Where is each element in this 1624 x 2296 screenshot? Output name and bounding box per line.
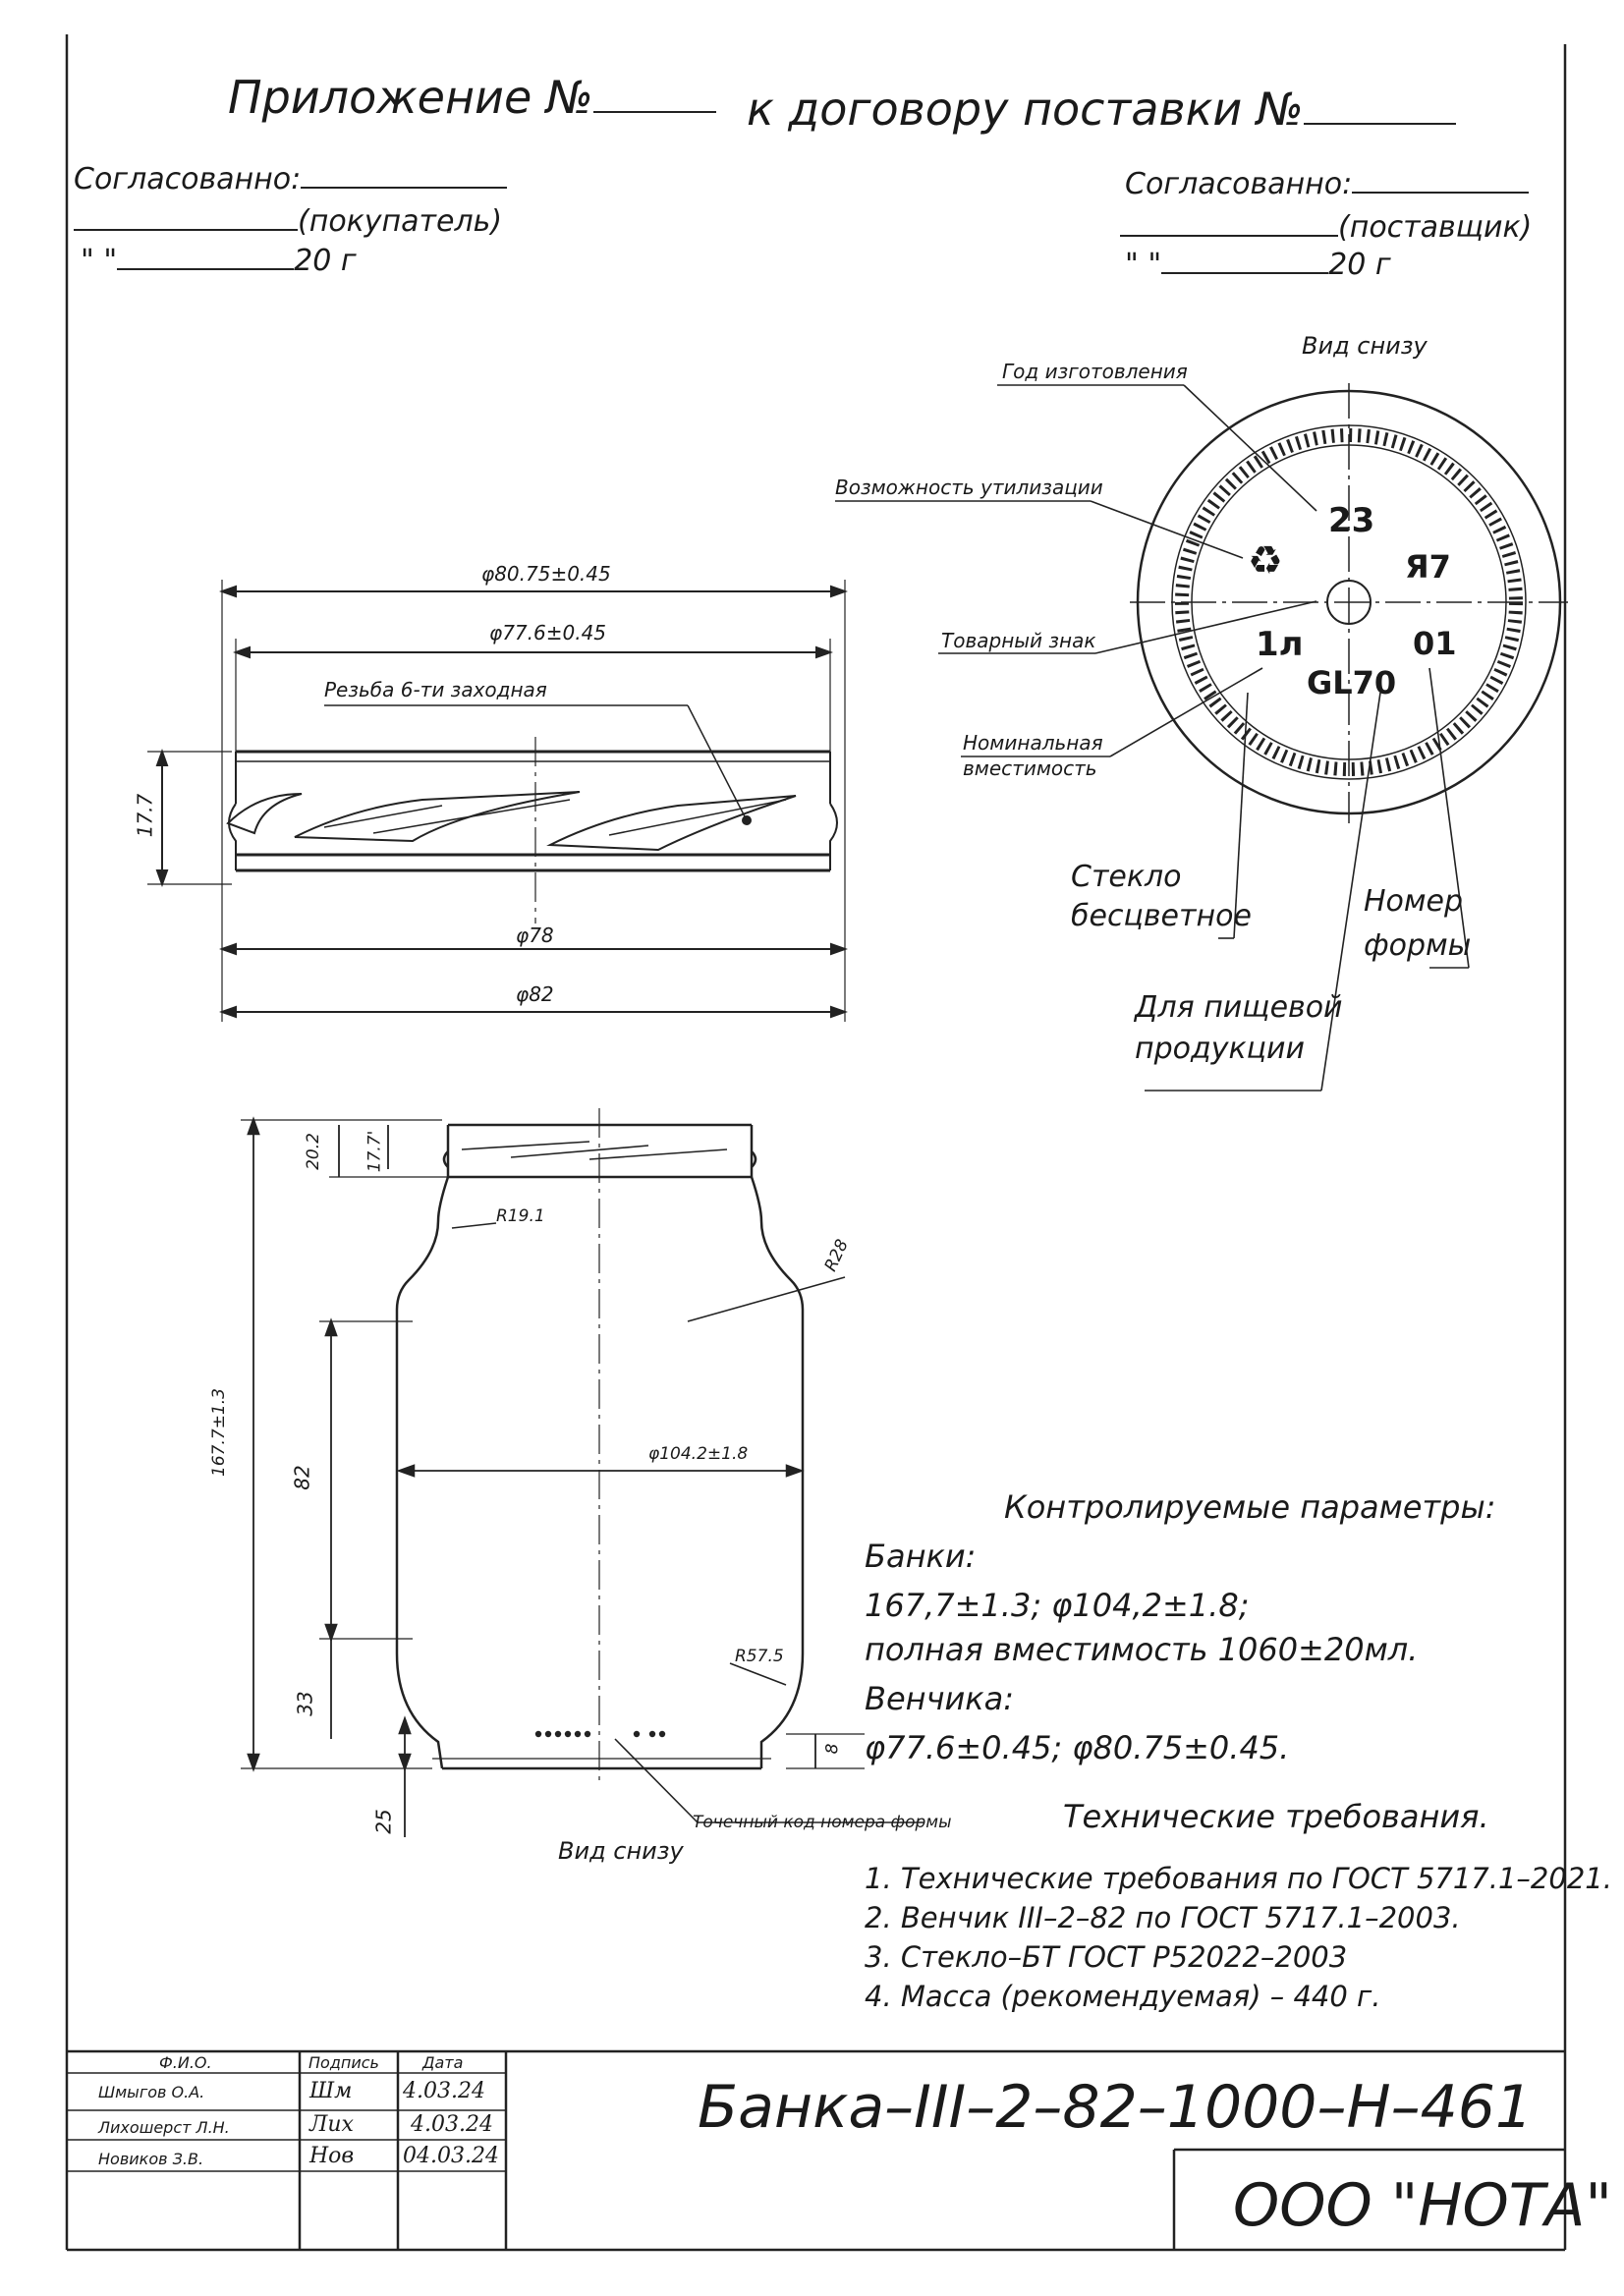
callout-capacity-2: вместимость [963, 756, 1097, 780]
mark-year: 23 [1328, 501, 1375, 540]
col-date-header: Дата [422, 2053, 464, 2072]
dot-code-marks [534, 1730, 666, 1738]
jar-r57: R57.5 [735, 1647, 784, 1666]
right-date-line: " "20 г [1125, 248, 1391, 282]
finish-inner-diameter: φ77.6±0.45 [489, 621, 607, 644]
callout-food-2: продукции [1135, 1032, 1306, 1066]
signer-sign-3: Нов [309, 2144, 355, 2168]
appendix-label: Приложение № [228, 71, 716, 124]
requirement-1: 1. Технические требования по ГОСТ 5717.1… [865, 1862, 1612, 1895]
jar-r19: R19.1 [496, 1206, 545, 1226]
thread-label: Резьба 6-ти заходная [324, 678, 547, 701]
finish-detail-drawing [147, 580, 848, 1022]
params-jar-line1: 167,7±1.3; φ104,2±1.8; [865, 1587, 1250, 1624]
callout-food-1: Для пищевой [1135, 990, 1343, 1025]
callout-capacity-1: Номинальная [963, 731, 1103, 755]
params-finish-label: Венчика: [865, 1680, 1014, 1717]
col-name-header: Ф.И.О. [159, 2053, 212, 2072]
recycle-icon: ♻ [1248, 538, 1283, 584]
mark-code: Я7 [1405, 548, 1451, 586]
bottom-view-title: Вид снизу [1302, 332, 1428, 360]
requirement-4: 4. Масса (рекомендуемая) – 440 г. [865, 1980, 1381, 2013]
signer-date-3: 04.03.24 [403, 2144, 499, 2168]
col-sign-header: Подпись [308, 2053, 379, 2072]
left-buyer-line: (покупатель) [74, 204, 502, 239]
document-designation: Банка–III–2–82–1000–Н–461 [698, 2073, 1534, 2142]
callout-glass-1: Стекло [1071, 860, 1182, 894]
mark-finish: GL70 [1307, 664, 1397, 701]
params-jar-label: Банки: [865, 1538, 977, 1575]
callout-mould-2: формы [1364, 928, 1472, 963]
callout-glass-2: бесцветное [1071, 899, 1252, 933]
mark-mould-no: 01 [1413, 625, 1457, 662]
jar-side-view [241, 1108, 924, 1837]
jar-h-20: 20.2 [303, 1133, 323, 1170]
signer-name-2: Лихошерст Л.Н. [98, 2118, 230, 2137]
bottom-view-leaders [835, 384, 1470, 1092]
signer-sign-1: Шм [309, 2079, 353, 2103]
finish-d78: φ78 [516, 924, 554, 947]
finish-outer-diameter: φ80.75±0.45 [481, 562, 611, 586]
requirement-2: 2. Венчик III–2–82 по ГОСТ 5717.1–2003. [865, 1901, 1461, 1934]
requirements-title: Технические требования. [1063, 1798, 1489, 1835]
signer-name-1: Шмыгов О.А. [98, 2083, 205, 2101]
signer-sign-2: Лих [309, 2112, 354, 2137]
signer-name-3: Новиков З.В. [98, 2150, 204, 2168]
jar-total-height: 167.7±1.3 [208, 1388, 229, 1477]
jar-h-25: 25 [371, 1809, 396, 1834]
jar-h-33: 33 [293, 1691, 317, 1716]
jar-diameter: φ104.2±1.8 [648, 1444, 749, 1464]
right-agreed-label: Согласованно: [1125, 167, 1530, 201]
title-block-lines [67, 2049, 1565, 2250]
bottom-view-drawing [1130, 383, 1568, 823]
mark-capacity: 1л [1256, 625, 1304, 664]
params-title: Контролируемые параметры: [1004, 1488, 1496, 1526]
contract-label: к договору поставки № [747, 83, 1456, 136]
company-name: ООО "НОТА" [1233, 2171, 1612, 2240]
jar-h-17: 17.7' [364, 1130, 385, 1173]
callout-recycle: Возможность утилизации [835, 476, 1103, 499]
left-date-line: " "20 г [81, 244, 357, 278]
jar-bottom-view-label: Вид снизу [558, 1837, 684, 1865]
callout-mould-1: Номер [1364, 884, 1464, 919]
signer-date-1: 4.03.24 [403, 2079, 485, 2103]
jar-h-8: 8 [822, 1743, 843, 1755]
finish-d82: φ82 [516, 982, 554, 1006]
requirement-3: 3. Стекло–БТ ГОСТ Р52022–2003 [865, 1940, 1348, 1974]
right-supplier-line: (поставщик) [1120, 210, 1532, 245]
left-agreed-label: Согласованно: [74, 162, 508, 196]
params-jar-line2: полная вместимость 1060±20мл. [865, 1631, 1419, 1668]
callout-trademark: Товарный знак [941, 629, 1096, 652]
dot-code-label: Точечный код номера формы [693, 1813, 952, 1832]
params-finish-line: φ77.6±0.45; φ80.75±0.45. [865, 1729, 1290, 1766]
jar-h-82: 82 [290, 1465, 314, 1490]
callout-year: Год изготовления [1002, 360, 1188, 383]
finish-height: 17.7 [133, 793, 157, 838]
signer-date-2: 4.03.24 [411, 2112, 493, 2137]
